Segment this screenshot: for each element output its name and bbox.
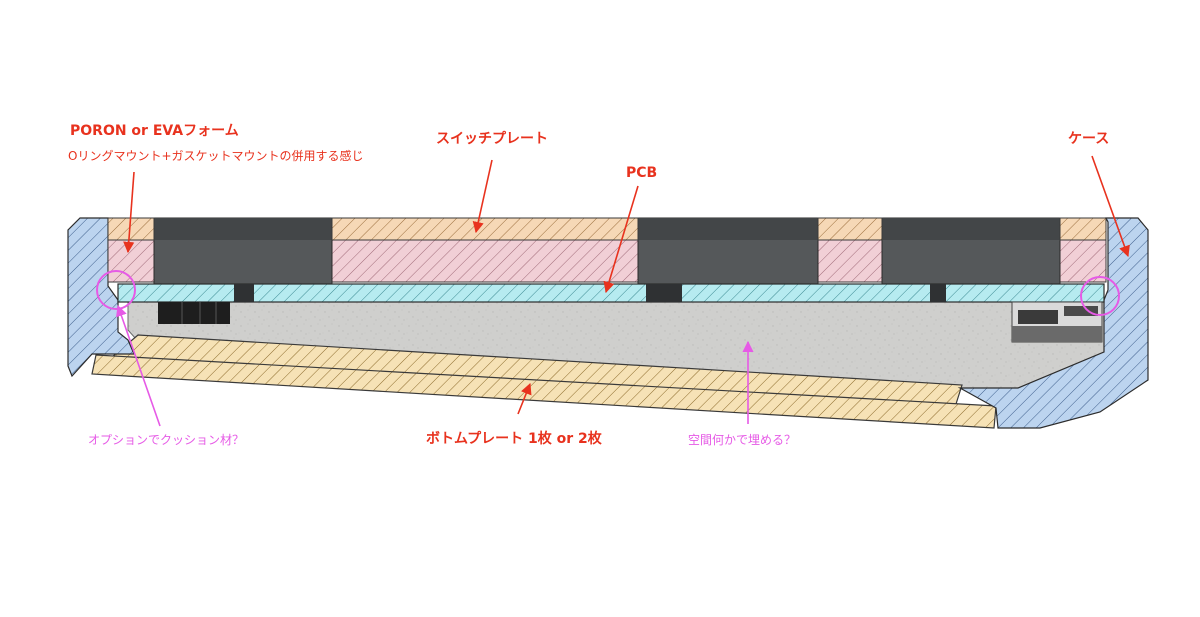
- switch-plate-segment: [331, 217, 639, 241]
- switch-plate-segment: [1059, 217, 1107, 241]
- foam-block: [1059, 239, 1107, 283]
- switch-pin: [646, 284, 682, 302]
- case-right-wall: [957, 217, 1149, 429]
- arrow-foam: [123, 171, 135, 254]
- switch-pin: [930, 284, 946, 302]
- label-foam-note: Oリングマウント+ガスケットマウントの併用する感じ: [68, 149, 364, 163]
- foam-block: [817, 239, 883, 283]
- arrow-cushion: [116, 304, 161, 427]
- label-bottom-plate: ボトムプレート 1枚 or 2枚: [426, 431, 602, 447]
- switch-top-shade: [882, 218, 1060, 240]
- oring-highlight-right: [1080, 276, 1120, 316]
- pcb-board: [117, 283, 1105, 303]
- connector-left: [158, 302, 230, 324]
- label-switch-plate: スイッチプレート: [436, 131, 548, 147]
- label-foam-title: PORON or EVAフォーム: [70, 123, 239, 139]
- switch-pin: [234, 284, 254, 302]
- label-cushion-option: オプションでクッション材？: [88, 433, 245, 447]
- foam-block: [107, 239, 155, 283]
- label-pcb: PCB: [626, 165, 658, 181]
- bottom-plate-lower: [91, 354, 997, 429]
- arrow-pcb: [603, 185, 639, 294]
- arrow-switch-plate: [472, 159, 493, 234]
- arrow-bottom-plate: [517, 382, 532, 415]
- switch-top-shade: [638, 218, 818, 240]
- oring-highlight-left: [96, 270, 136, 310]
- switch-top-shade: [154, 218, 332, 240]
- label-case: ケース: [1068, 131, 1110, 147]
- arrow-case: [1091, 155, 1130, 258]
- foam-block: [331, 239, 639, 283]
- switch-plate-segment: [817, 217, 883, 241]
- label-gap-fill: 空間何かで埋める？: [688, 433, 797, 447]
